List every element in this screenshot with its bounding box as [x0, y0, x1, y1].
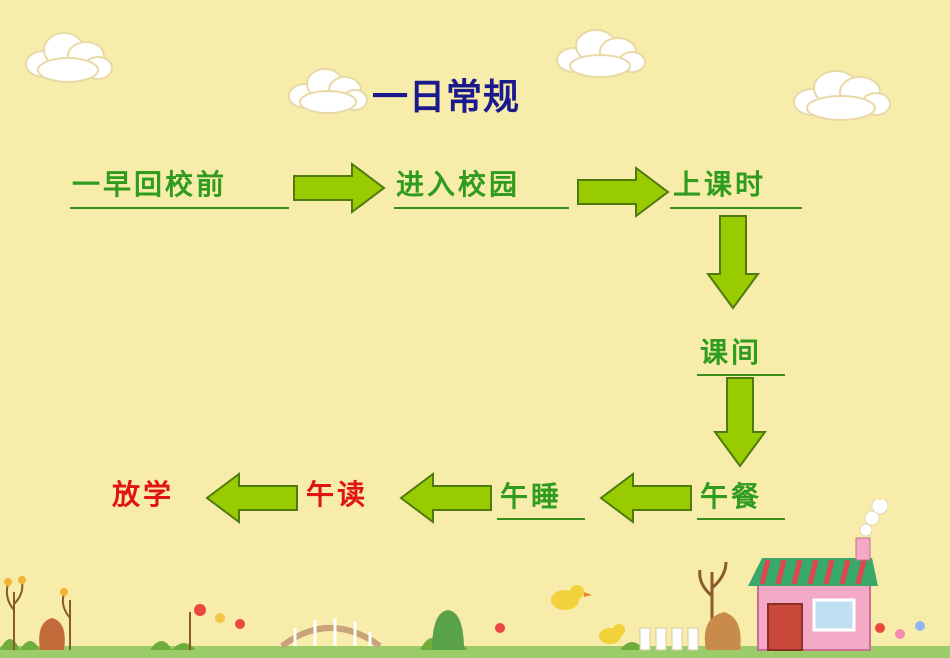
cloud-icon [288, 68, 368, 114]
step-noon-reading: 午读 [306, 478, 369, 511]
step-nap: 午睡 [500, 480, 563, 513]
underline [670, 207, 802, 209]
step-in-class: 上课时 [673, 168, 767, 201]
cloud-icon [25, 32, 113, 83]
underline [394, 207, 569, 209]
down-arrow-icon [713, 377, 767, 468]
step-lunch: 午餐 [700, 480, 763, 513]
left-arrow-icon [205, 472, 298, 524]
page-title: 一日常规 [372, 77, 521, 118]
underline [697, 374, 785, 376]
underline [697, 518, 785, 520]
down-arrow-icon [706, 215, 760, 310]
step-enter-campus: 进入校园 [396, 168, 521, 201]
cloud-icon [793, 70, 891, 121]
right-arrow-icon [293, 162, 386, 214]
cloud-icon [556, 29, 646, 78]
underline [70, 207, 289, 209]
step-dismissal: 放学 [112, 478, 175, 511]
right-arrow-icon [577, 166, 670, 218]
underline [497, 518, 585, 520]
decorative-landscape [0, 500, 950, 658]
step-before-school: 一早回校前 [72, 168, 228, 201]
step-recess: 课间 [700, 336, 763, 369]
left-arrow-icon [399, 472, 492, 524]
left-arrow-icon [599, 472, 692, 524]
